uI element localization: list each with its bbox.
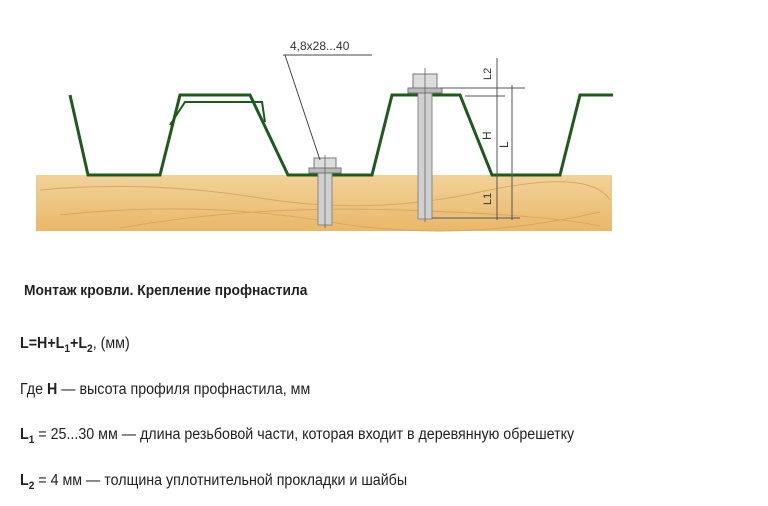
symbol-sub: 1 <box>28 434 35 447</box>
definition-text: = 25...30 мм — длина резьбовой части, ко… <box>34 426 575 443</box>
dim-label-h: H <box>480 131 494 140</box>
screw-small <box>308 155 342 228</box>
corrugated-profile <box>68 93 613 177</box>
screw-long <box>407 68 443 222</box>
formula-sub1: 1 <box>64 343 71 356</box>
dimension-lines <box>432 58 525 220</box>
symbol-sub: 2 <box>28 480 35 493</box>
symbol: L <box>20 472 29 489</box>
formula: L=H+L1+L2, (мм) <box>20 335 130 355</box>
prefix: Где <box>20 381 47 398</box>
dim-label-l1: L1 <box>482 193 494 205</box>
definition-h: Где H — высота профиля профнастила, мм <box>20 381 310 399</box>
definition-l1: L1 = 25...30 мм — длина резьбовой части,… <box>20 426 574 446</box>
definition-l2: L2 = 4 мм — толщина уплотнительной прокл… <box>20 472 407 492</box>
screw-size-label: 4,8x28...40 <box>290 39 350 53</box>
formula-sub2: 2 <box>87 343 93 356</box>
formula-part: L=H+L <box>20 335 65 352</box>
definition-text: = 4 мм — толщина уплотнительной прокладк… <box>34 472 408 489</box>
symbol: H <box>46 381 58 398</box>
definition-text: — высота профиля профнастила, мм <box>57 381 311 398</box>
roof-fastening-diagram: 4,8x28...40 L2 H L L1 <box>36 39 613 232</box>
leader-line <box>283 54 372 161</box>
dim-label-l: L <box>497 141 511 148</box>
formula-part: +L <box>70 335 88 352</box>
caption-title: Монтаж кровли. Крепление профнастила <box>24 282 308 299</box>
symbol: L <box>20 426 29 443</box>
dim-label-l2: L2 <box>482 68 494 80</box>
formula-unit: , (мм) <box>92 335 130 352</box>
